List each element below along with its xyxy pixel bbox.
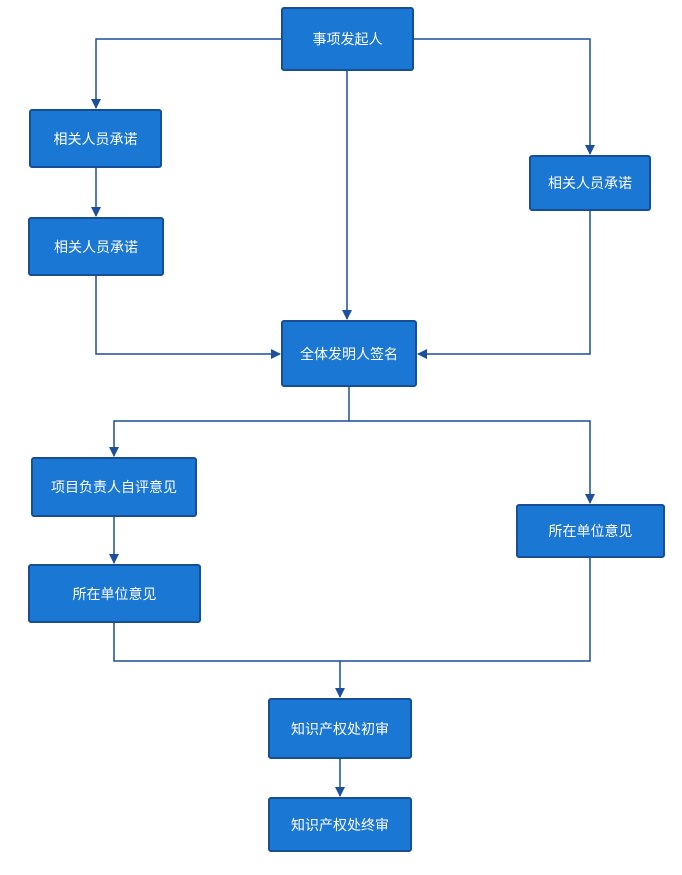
node-ip-final-review-label: 知识产权处终审 (291, 817, 389, 834)
node-unit-opinion-right-label: 所在单位意见 (548, 524, 633, 540)
edge-initiator-to-commit-left-1 (91, 38, 281, 109)
node-commit-right: 相关人员承诺 (529, 155, 651, 211)
node-ip-first-review: 知识产权处初审 (268, 698, 412, 759)
node-unit-opinion-left-label: 所在单位意见 (72, 586, 157, 603)
node-ip-first-review-label: 知识产权处初审 (291, 721, 389, 738)
edge-commit-right-to-signature (417, 211, 591, 359)
edge-unit-left-to-ip-first (113, 623, 345, 698)
node-commit-left-2: 相关人员承诺 (28, 217, 164, 276)
node-initiator: 事项发起人 (281, 7, 414, 71)
node-commit-right-label: 相关人员承诺 (548, 176, 632, 192)
node-leader-self-review: 项目负责人自评意见 (31, 457, 197, 517)
edge-unit-right-to-ip-first (340, 558, 591, 662)
node-commit-left-1: 相关人员承诺 (29, 109, 162, 168)
edge-signature-to-self-review (109, 387, 350, 457)
node-all-inventors-sign: 全体发明人签名 (281, 320, 417, 387)
node-initiator-label: 事项发起人 (312, 32, 383, 48)
node-ip-final-review: 知识产权处终审 (268, 797, 412, 852)
edge-signature-to-unit-right (349, 420, 595, 504)
node-leader-self-review-label: 项目负责人自评意见 (51, 480, 177, 496)
node-unit-opinion-left: 所在单位意见 (28, 564, 201, 623)
node-all-inventors-sign-label: 全体发明人签名 (300, 346, 398, 363)
node-commit-left-1-label: 相关人员承诺 (53, 131, 138, 148)
node-commit-left-2-label: 相关人员承诺 (54, 239, 138, 256)
node-unit-opinion-right: 所在单位意见 (516, 504, 665, 558)
edge-commit-left-2-to-signature (95, 276, 281, 359)
edge-initiator-to-commit-right (414, 38, 595, 155)
